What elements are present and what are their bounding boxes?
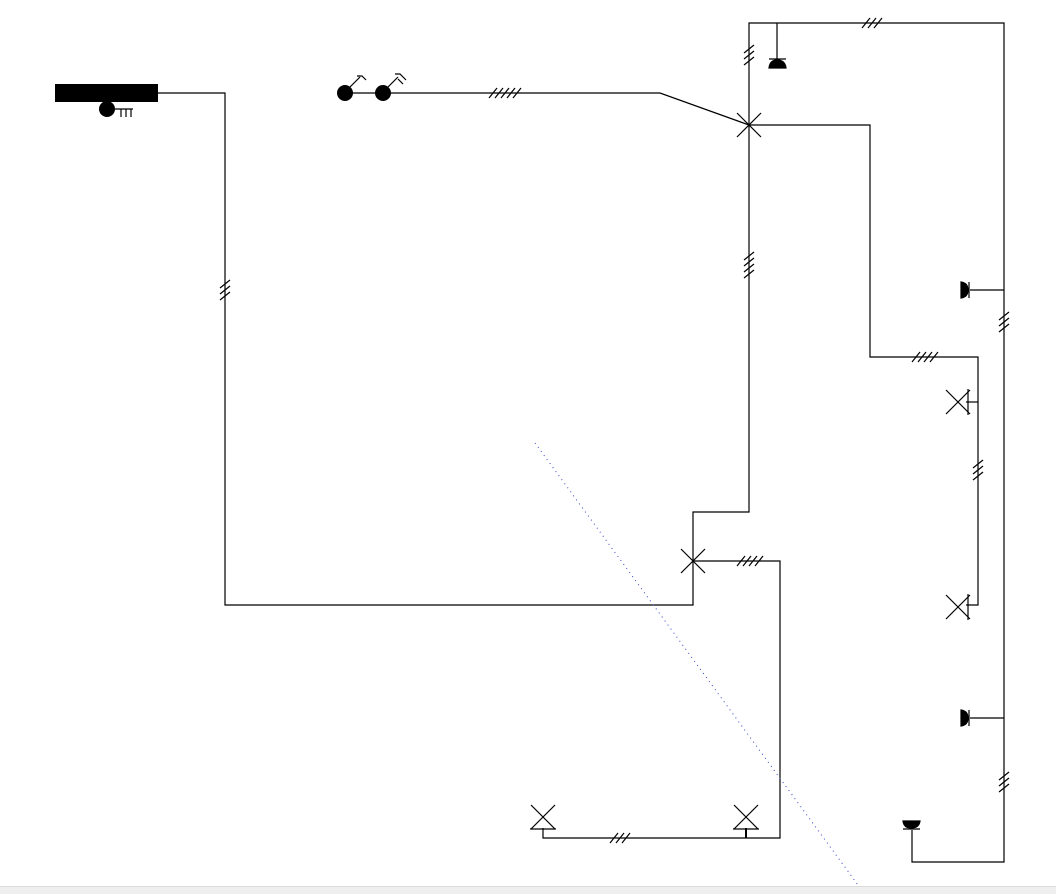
wire-tick-mark (998, 777, 1010, 787)
wire-tick-mark (219, 279, 231, 289)
ceiling-lamp-icon[interactable] (530, 804, 556, 830)
wire-right-room (749, 124, 979, 606)
wire-tick-mark (219, 291, 231, 301)
wire-tick-mark (923, 351, 933, 363)
wire-tick-mark (998, 783, 1010, 793)
wire-tick-mark (609, 832, 619, 844)
wire-tick-mark (621, 832, 631, 844)
wire-tick-mark (972, 465, 984, 475)
wire-conductor-ticks (219, 17, 1010, 844)
wire-tick-mark (998, 771, 1010, 781)
wire-tick-mark (917, 351, 927, 363)
wire-tick-mark (929, 351, 939, 363)
wire-tick-mark (972, 459, 984, 469)
wire-tick-mark (512, 87, 522, 99)
ceiling-lamp-icon[interactable] (945, 389, 971, 415)
wire-tick-mark (743, 56, 755, 66)
pendant-lamp-icon[interactable] (902, 820, 921, 830)
distribution-board-icon[interactable] (55, 84, 158, 102)
double-switch-icon[interactable] (337, 73, 407, 101)
junction-box-icon[interactable] (736, 112, 762, 138)
wire-tick-mark (861, 17, 871, 29)
wire-tick-mark (488, 87, 498, 99)
ceiling-lamp-icon[interactable] (945, 594, 971, 620)
wire-tick-mark (998, 311, 1010, 321)
wire-tick-mark (972, 471, 984, 481)
wire-tick-mark (743, 44, 755, 54)
wire-tick-mark (748, 555, 758, 567)
wire-tick-mark (743, 251, 755, 261)
wire-tick-mark (998, 323, 1010, 333)
wall-lamp-icon[interactable] (960, 709, 970, 727)
wire-lower-room (542, 560, 781, 839)
junction-box-icon[interactable] (680, 548, 706, 574)
wire-tick-mark (615, 832, 625, 844)
wire-tick-mark (743, 50, 755, 60)
wall-lamp-icon[interactable] (960, 281, 970, 299)
wire-tick-mark (742, 555, 752, 567)
wire-tick-mark (754, 555, 764, 567)
pendant-lamp-icon[interactable] (768, 58, 787, 69)
key-switch-icon[interactable] (99, 101, 133, 117)
wire-tick-mark (500, 87, 510, 99)
wire-tick-mark (911, 351, 921, 363)
wire-tick-mark (998, 317, 1010, 327)
wire-tick-mark (743, 263, 755, 273)
wire-tick-mark (736, 555, 746, 567)
wire-tick-mark (494, 87, 504, 99)
wire-tick-mark (743, 257, 755, 267)
wire-switch-to-upper-junction (345, 92, 750, 126)
wire-tick-mark (219, 285, 231, 295)
ceiling-lamp-icon[interactable] (733, 804, 759, 830)
wire-tick-mark (867, 17, 877, 29)
wire-tick-mark (743, 269, 755, 279)
wire-tick-mark (873, 17, 883, 29)
wire-tick-mark (506, 87, 516, 99)
wire-board-to-lower-junction (158, 92, 750, 606)
section-guide-line[interactable] (534, 442, 859, 886)
wire-upper-loop (748, 22, 1005, 863)
status-bar (0, 886, 1056, 894)
